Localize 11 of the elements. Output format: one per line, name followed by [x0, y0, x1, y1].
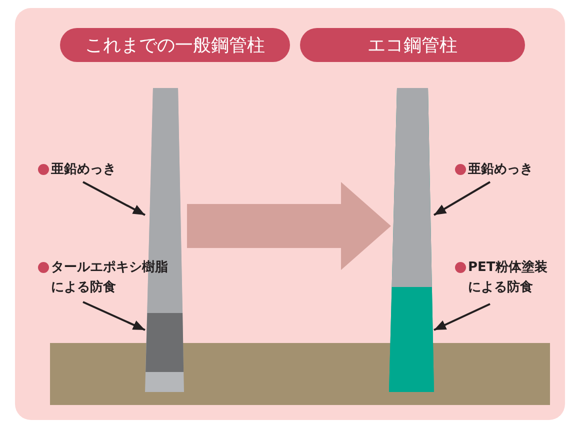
title-badge: これまでの一般鋼管柱 [60, 28, 290, 62]
title-badge: エコ鋼管柱 [300, 28, 525, 62]
callout-text: 亜鉛めっき [468, 161, 534, 179]
callout-text: 亜鉛めっき [51, 161, 117, 179]
callout-text: タールエポキシ樹脂による防食 [51, 259, 169, 297]
callout-text: PET粉体塗装による防食 [468, 259, 548, 297]
leader-line [82, 181, 146, 216]
block-arrow [187, 182, 391, 270]
leader-line [82, 301, 146, 331]
leader-line [434, 181, 490, 216]
leader-line [434, 303, 490, 331]
